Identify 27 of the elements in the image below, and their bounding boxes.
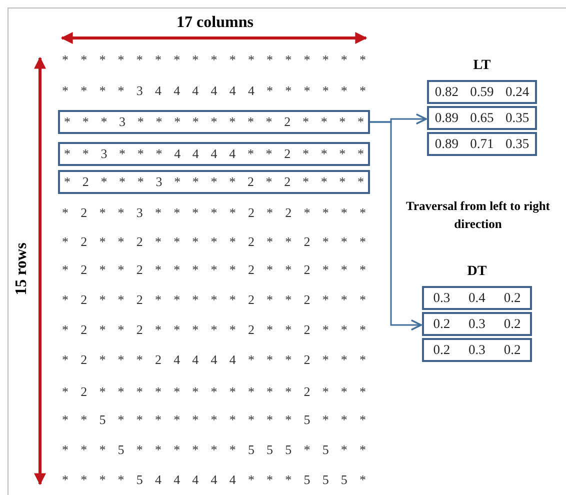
note-text: Traversal from left to right direction: [405, 198, 551, 233]
highlighted-row: * * * 3 * * * * * * * * 2 * * * *: [58, 110, 370, 134]
grid-row-text: * 2 * * 3 * * * * * 2 * 2 * * * *: [61, 204, 367, 222]
grid-row-text: * * * * 5 4 4 4 4 4 * * * 5 5 5 *: [61, 471, 367, 489]
grid-row-text: * * 5 * * * * * * * * * * 5 * * *: [61, 411, 367, 429]
grid-row-text: * 2 * * * 2 4 4 4 4 * * * 2 * * *: [61, 351, 367, 369]
highlighted-row: * * 3 * * * 4 4 4 4 * * 2 * * * *: [58, 142, 370, 166]
table-row: 0.3 0.4 0.2: [422, 286, 532, 310]
table-row: 0.89 0.65 0.35: [427, 106, 537, 130]
grid-row-text: * 2 * * 2 * * * * * 2 * * 2 * * *: [61, 321, 367, 339]
grid-row-text: * 2 * * * * * * * * * * * 2 * * *: [61, 383, 367, 401]
grid-row-text: * 2 * * 2 * * * * * 2 * * 2 * * *: [61, 261, 367, 279]
table-row: 0.2 0.3 0.2: [422, 338, 532, 362]
dimension-label: 15 rows: [13, 242, 31, 298]
arrow: [370, 121, 422, 331]
table-row: 0.82 0.59 0.24: [427, 80, 537, 104]
table-title: DT: [466, 264, 488, 280]
dimension-label: 17 columns: [176, 14, 254, 32]
table-row: 0.2 0.3 0.2: [422, 312, 532, 336]
table-row: 0.89 0.71 0.35: [427, 132, 537, 156]
grid-row-text: * * * * * * * * * * * * * * * * *: [61, 51, 367, 69]
grid-row-text: * * * * 3 4 4 4 4 4 4 * * * * * *: [61, 82, 367, 100]
table-title: LT: [472, 58, 492, 74]
grid-row-text: * 2 * * 2 * * * * * 2 * * 2 * * *: [61, 233, 367, 251]
grid-row-text: * 2 * * 2 * * * * * 2 * * 2 * * *: [61, 291, 367, 309]
grid-row-text: * * * 5 * * * * * * 5 5 5 * 5 * *: [61, 441, 367, 459]
highlighted-row: * 2 * * * 3 * * * * 2 * 2 * * * *: [58, 170, 370, 194]
